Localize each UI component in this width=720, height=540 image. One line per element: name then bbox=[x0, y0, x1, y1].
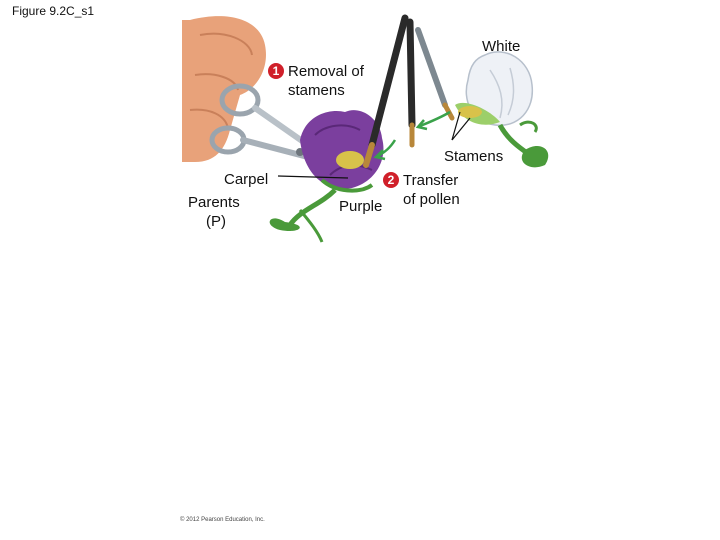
transfer-arrows bbox=[373, 110, 451, 161]
stamens-pointer bbox=[451, 111, 471, 141]
purple-flower bbox=[300, 110, 384, 193]
step-2-label-line1: Transfer bbox=[403, 172, 459, 189]
purple-flower-stem bbox=[269, 188, 337, 243]
purple-parent-label: Purple bbox=[339, 198, 383, 215]
copyright-notice: © 2012 Pearson Education, Inc. bbox=[180, 517, 265, 523]
step-1-label-line1: Removal of bbox=[288, 63, 364, 80]
hand-illustration bbox=[182, 16, 266, 162]
white-flower bbox=[455, 51, 549, 168]
figure-title: Figure 9.2C_s1 bbox=[12, 4, 95, 18]
step-1-badge: 1 bbox=[268, 63, 284, 79]
white-parent-label: White bbox=[482, 38, 521, 55]
step-2-badge: 2 bbox=[383, 172, 399, 188]
carpel-pointer bbox=[277, 175, 349, 179]
parents-label-line2: (P) bbox=[206, 213, 226, 230]
step-1-label-line2: stamens bbox=[288, 82, 345, 99]
step-2-label-line2: of pollen bbox=[403, 191, 460, 208]
carpel-label: Carpel bbox=[224, 171, 269, 188]
stamens-label: Stamens bbox=[444, 148, 504, 165]
parents-label-line1: Parents bbox=[188, 194, 240, 211]
paintbrushes-illustration bbox=[363, 14, 455, 168]
